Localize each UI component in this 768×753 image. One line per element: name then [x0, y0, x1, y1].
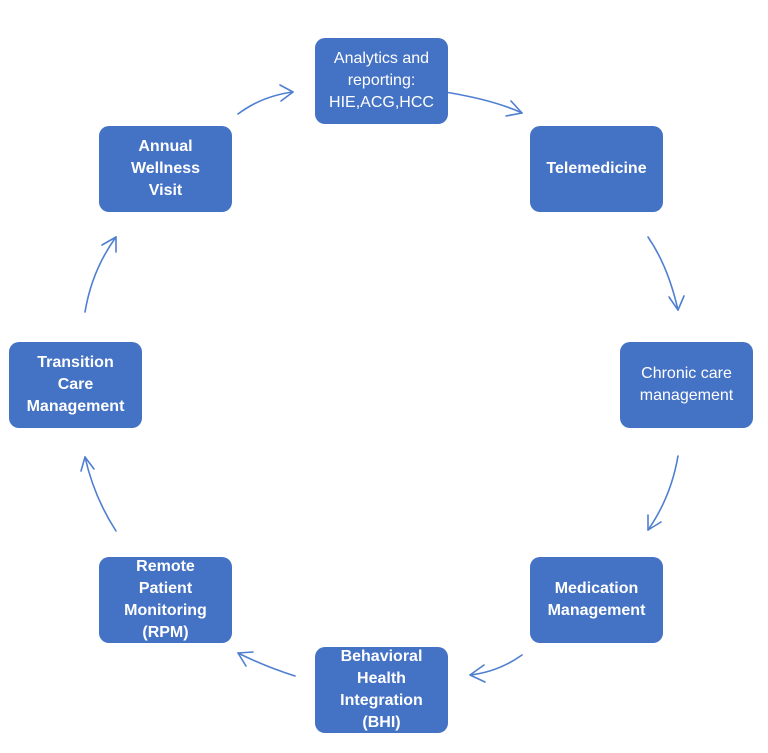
node-annual-wellness-visit: Annual Wellness Visit [99, 126, 232, 212]
arrow-medication-to-behavioral [469, 654, 523, 676]
arrow-transition-to-annual [84, 236, 117, 313]
node-analytics-reporting: Analytics and reporting: HIE,ACG,HCC [315, 38, 448, 124]
arrow-telemedicine-to-chronic [647, 236, 679, 311]
node-transition-care-management: Transition Care Management [9, 342, 142, 428]
arrow-behavioral-to-rpm-head [237, 651, 254, 667]
node-remote-patient-monitoring: Remote Patient Monitoring (RPM) [99, 557, 232, 643]
arrow-annual-to-analytics-head [279, 84, 294, 102]
arrow-transition-to-annual-head [101, 236, 117, 253]
arrow-telemedicine-to-chronic-head [668, 295, 685, 311]
arrow-medication-to-behavioral-head [469, 664, 486, 683]
arrow-rpm-to-transition-head [80, 456, 95, 472]
arrow-rpm-to-transition [84, 456, 117, 532]
arrow-behavioral-to-rpm [237, 652, 296, 677]
arrow-annual-to-analytics [237, 91, 294, 115]
node-chronic-care-management: Chronic care management [620, 342, 753, 428]
arrow-analytics-to-telemedicine-head [505, 100, 523, 117]
arrow-analytics-to-telemedicine [444, 91, 523, 114]
arrow-chronic-to-medication-head [647, 514, 662, 531]
node-medication-management: Medication Management [530, 557, 663, 643]
node-behavioral-health-integration: Behavioral Health Integration (BHI) [315, 647, 448, 733]
node-telemedicine: Telemedicine [530, 126, 663, 212]
arrow-chronic-to-medication [647, 455, 679, 531]
